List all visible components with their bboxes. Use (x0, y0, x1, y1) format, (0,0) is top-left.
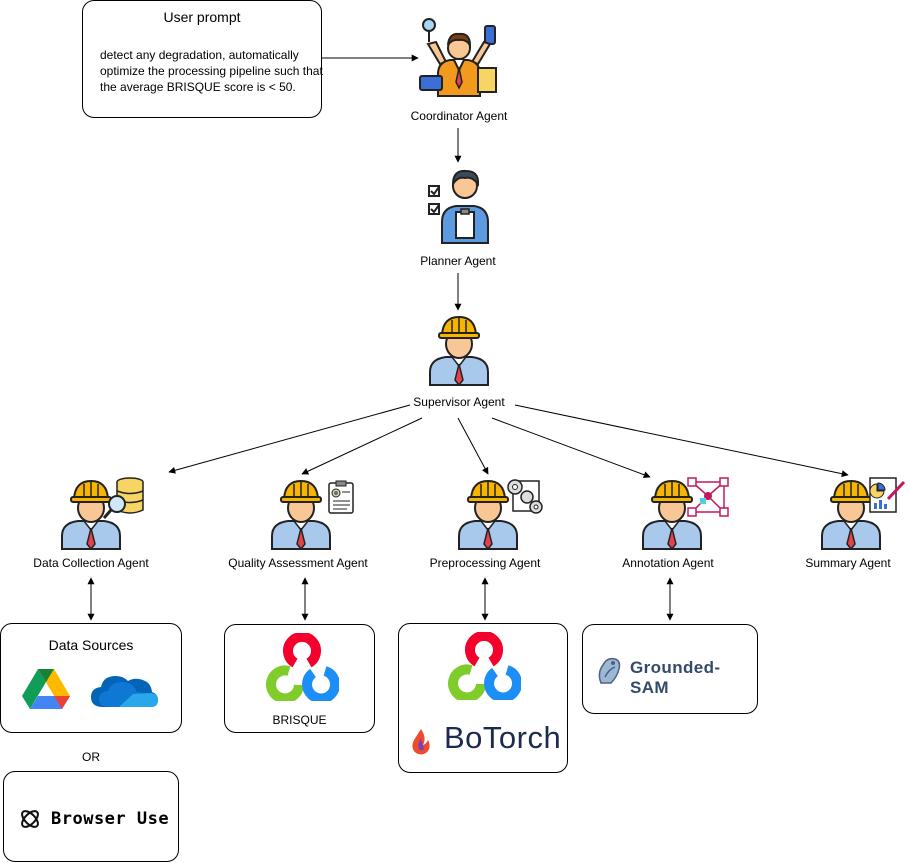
hardhat-worker-icon (429, 315, 489, 386)
hardhat-worker-icon (61, 479, 121, 550)
coordinator-agent-label: Coordinator Agent (410, 109, 508, 123)
supervisor-agent-label: Supervisor Agent (413, 395, 505, 409)
arrow-supervisor-to-annotation (491, 417, 651, 479)
planner-agent-label: Planner Agent (420, 254, 496, 268)
brisque-box: BRISQUE (224, 624, 375, 733)
grounded-sam-box: Grounded-SAM (582, 624, 758, 714)
hardhat-worker-icon (642, 479, 702, 550)
node-graph-icon (687, 477, 729, 517)
annotation-agent-label: Annotation Agent (622, 556, 714, 570)
preprocessing-agent-label: Preprocessing Agent (429, 556, 541, 570)
report-chart-icon (869, 477, 906, 513)
database-search-icon (102, 477, 144, 519)
checklist-person-icon (428, 169, 489, 244)
hardhat-worker-icon (271, 479, 331, 550)
quality-clipboard-icon (328, 480, 354, 514)
grounded-sam-logo-icon (598, 657, 621, 684)
browser-use-box: Browser Use (3, 771, 179, 862)
arrow-supervisor-to-quality (301, 417, 423, 475)
opencv-logo-icon (266, 633, 339, 701)
brisque-label: BRISQUE (272, 713, 327, 727)
arrow-supervisor-to-data-collection (168, 404, 411, 474)
opencv-logo-icon (448, 632, 521, 700)
quality-assessment-agent-label: Quality Assessment Agent (228, 556, 368, 570)
data-sources-box: Data Sources (0, 623, 182, 733)
summary-agent-label: Summary Agent (805, 556, 891, 570)
or-label: OR (82, 750, 100, 764)
arrow-supervisor-to-preprocessing (457, 417, 489, 475)
gears-document-icon (507, 479, 543, 514)
data-collection-agent-label: Data Collection Agent (33, 556, 149, 570)
pytorch-flame-icon (412, 729, 430, 755)
browser-use-logo-icon (21, 810, 39, 828)
user-prompt-box: User prompt detect any degradation, auto… (82, 0, 323, 118)
botorch-box: BoTorch (398, 623, 568, 773)
user-prompt-title: User prompt (163, 9, 241, 25)
onedrive-cloud-icon (91, 676, 158, 707)
hardhat-worker-icon (458, 479, 518, 550)
grounded-sam-label: Grounded-SAM (630, 658, 721, 697)
multitasking-person-icon (419, 18, 497, 97)
google-drive-icon (22, 669, 70, 709)
arrow-supervisor-to-summary (514, 404, 849, 478)
botorch-label: BoTorch (444, 720, 562, 755)
browser-use-label: Browser Use (51, 809, 170, 829)
hardhat-worker-icon (821, 479, 881, 550)
user-prompt-text: detect any degradation, automatically op… (100, 48, 323, 94)
data-sources-title: Data Sources (48, 637, 134, 653)
